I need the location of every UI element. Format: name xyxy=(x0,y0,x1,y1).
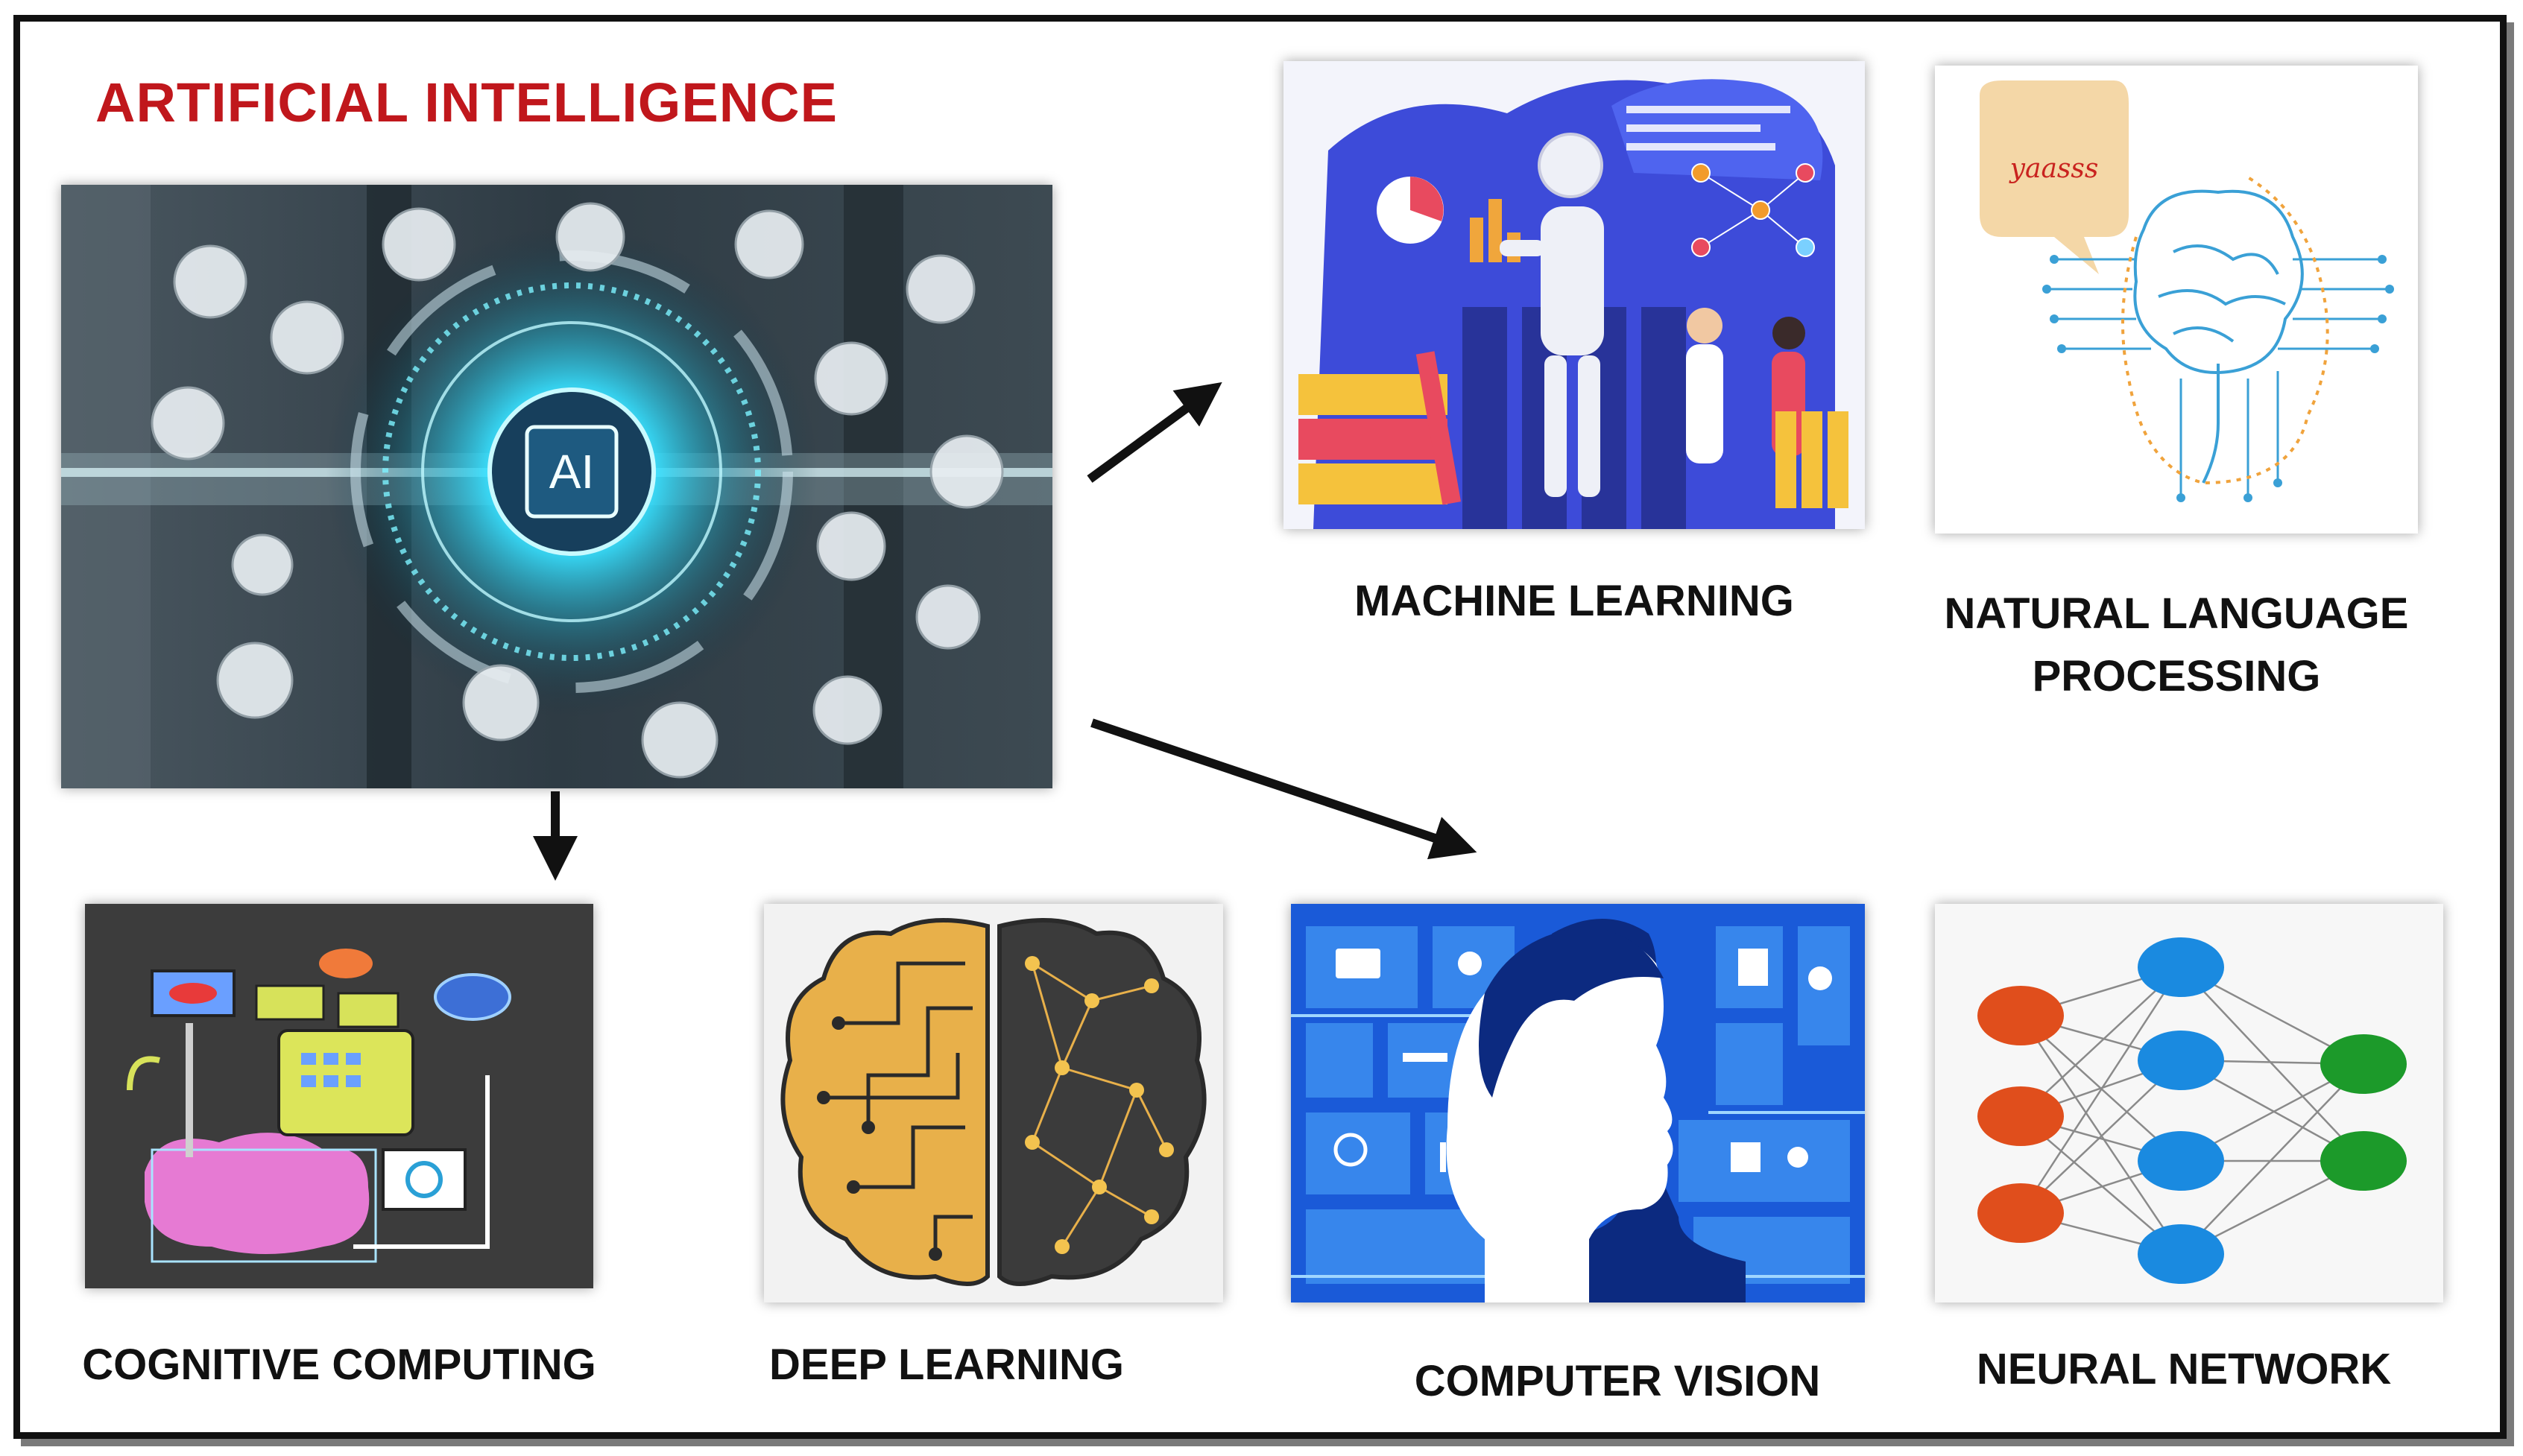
label-deep-learning: DEEP LEARNING xyxy=(769,1341,1124,1389)
person-head-icon xyxy=(1446,926,1673,1303)
network-icon xyxy=(1691,163,1815,257)
computer-vision-image xyxy=(1291,904,1865,1303)
deep-learning-image xyxy=(764,904,1223,1303)
label-nlp-line1: NATURAL LANGUAGE xyxy=(1944,589,2409,638)
nlp-image: yaasss xyxy=(1935,66,2418,534)
machine-learning-image xyxy=(1283,61,1865,529)
ai-chip-label: AI xyxy=(549,445,594,498)
label-computer-vision: COMPUTER VISION xyxy=(1414,1357,1821,1405)
label-cognitive-computing: COGNITIVE COMPUTING xyxy=(82,1341,596,1389)
ai-hub-image: AI xyxy=(61,185,1052,788)
robot-icon xyxy=(1500,133,1604,497)
label-neural-network: NEURAL NETWORK xyxy=(1976,1345,2392,1393)
brain-icon xyxy=(2133,189,2304,484)
neural-network-image xyxy=(1935,904,2443,1303)
speech-bubble-icon: yaasss xyxy=(1980,80,2129,274)
label-nlp-line2: PROCESSING xyxy=(2032,652,2321,700)
speech-bubble-text: yaasss xyxy=(2009,153,2099,184)
cognitive-computing-image xyxy=(85,904,593,1288)
diagram-title: ARTIFICIAL INTELLIGENCE xyxy=(95,72,838,133)
label-machine-learning: MACHINE LEARNING xyxy=(1354,577,1794,625)
